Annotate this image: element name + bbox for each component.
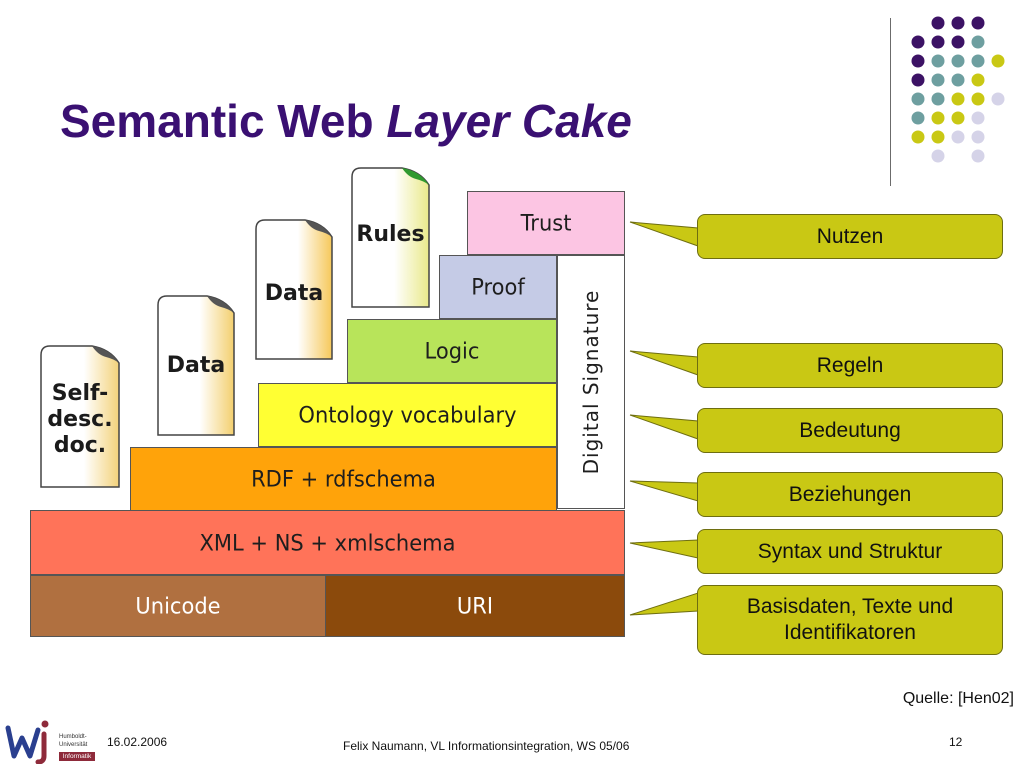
decorative-dot — [991, 92, 1005, 106]
layer-label: Proof — [471, 274, 525, 300]
decorative-dot — [911, 130, 925, 144]
decorative-dot — [931, 73, 945, 87]
callout-regeln: Regeln — [697, 343, 1003, 388]
callout-pointer — [629, 539, 699, 559]
callout-nutzen: Nutzen — [697, 214, 1003, 259]
layer-ontology: Ontology vocabulary — [258, 383, 557, 447]
data-doc-icon: Data — [157, 295, 235, 436]
divider-line — [890, 18, 891, 186]
university-logo: Humboldt- Universität Informatik — [4, 716, 96, 765]
doc-label: Data — [166, 353, 226, 378]
doc-label-line: Self- — [51, 381, 109, 406]
decorative-dot — [911, 73, 925, 87]
decorative-dot — [931, 35, 945, 49]
callout-beziehungen: Beziehungen — [697, 472, 1003, 517]
callout-syntax: Syntax und Struktur — [697, 529, 1003, 574]
doc-label-line: doc. — [53, 432, 107, 458]
doc-label: Data — [264, 281, 324, 306]
page-number: 12 — [949, 735, 963, 749]
decorative-dot — [931, 130, 945, 144]
layer-label: XML + NS + xmlschema — [199, 529, 456, 556]
logo-text: Universität — [59, 742, 88, 748]
layer-xml: XML + NS + xmlschema — [30, 510, 625, 575]
layer-digital-signature: Digital Signature — [557, 255, 625, 509]
layer-trust: Trust — [467, 191, 625, 255]
logo-faculty: Informatik — [59, 752, 95, 761]
callout-pointer — [629, 414, 699, 440]
decorative-dot — [911, 92, 925, 106]
data-doc-icon: Data — [255, 219, 333, 360]
title-main: Semantic Web — [60, 95, 387, 147]
doc-label: Rules — [356, 222, 425, 247]
doc-label-line: desc. — [47, 406, 113, 432]
decorative-dot — [971, 130, 985, 144]
decorative-dot — [911, 54, 925, 68]
decorative-dot — [951, 54, 965, 68]
callout-text: Regeln — [816, 353, 884, 377]
layer-logic: Logic — [347, 319, 557, 383]
callout-pointer — [629, 480, 699, 502]
layer-proof: Proof — [439, 255, 557, 319]
layer-label: Unicode — [135, 593, 221, 619]
callout-pointer — [629, 350, 699, 376]
decorative-dot — [951, 35, 965, 49]
layer-uri: URI — [325, 575, 625, 637]
decorative-dot — [951, 111, 965, 125]
footer-author: Felix Naumann, VL Informationsintegratio… — [343, 739, 630, 753]
callout-text: Identifikatoren — [784, 621, 916, 644]
decorative-dot — [931, 111, 945, 125]
decorative-dot — [971, 73, 985, 87]
callout-pointer — [629, 592, 699, 616]
layer-label: Trust — [520, 210, 572, 236]
decorative-dot — [931, 149, 945, 163]
decorative-dot — [931, 54, 945, 68]
callout-pointer — [629, 221, 699, 247]
layer-label: Logic — [424, 338, 480, 364]
rules-doc-icon: Rules — [351, 167, 430, 308]
decorative-dot — [911, 111, 925, 125]
decorative-dot — [971, 92, 985, 106]
callout-text: Nutzen — [816, 224, 884, 248]
decorative-dot — [931, 92, 945, 106]
callout-text: Bedeutung — [799, 418, 901, 442]
decorative-dot — [971, 16, 985, 30]
decorative-dot — [971, 111, 985, 125]
decorative-dot — [951, 130, 965, 144]
decorative-dot — [931, 16, 945, 30]
decorative-dot-grid — [911, 16, 1005, 163]
footer-date: 16.02.2006 — [107, 735, 168, 749]
decorative-dot — [971, 149, 985, 163]
layer-unicode: Unicode — [30, 575, 326, 637]
decorative-dot — [911, 35, 925, 49]
callout-text: Basisdaten, Texte und — [746, 595, 954, 619]
callout-basis: Basisdaten, Texte und Identifikatoren — [697, 585, 1003, 655]
decorative-dot — [951, 73, 965, 87]
layer-label: RDF + rdfschema — [251, 466, 436, 492]
logo-text: Humboldt- — [59, 734, 87, 740]
layer-rdf: RDF + rdfschema — [130, 447, 557, 511]
source-note: Quelle: [Hen02] — [902, 690, 1014, 707]
decorative-dot — [991, 54, 1005, 68]
slide-title: Semantic Web Layer Cake — [60, 94, 632, 148]
decorative-dot — [971, 54, 985, 68]
decorative-dot — [971, 35, 985, 49]
title-italic: Layer Cake — [386, 95, 632, 147]
layer-label: URI — [456, 593, 494, 619]
decorative-dot — [951, 92, 965, 106]
callout-text: Beziehungen — [788, 482, 912, 506]
decorative-dot — [951, 16, 965, 30]
callout-bedeutung: Bedeutung — [697, 408, 1003, 453]
layer-label: Ontology vocabulary — [298, 402, 517, 428]
callout-text: Syntax und Struktur — [757, 539, 943, 563]
self-desc-doc-icon: Self- desc. doc. — [40, 345, 120, 488]
